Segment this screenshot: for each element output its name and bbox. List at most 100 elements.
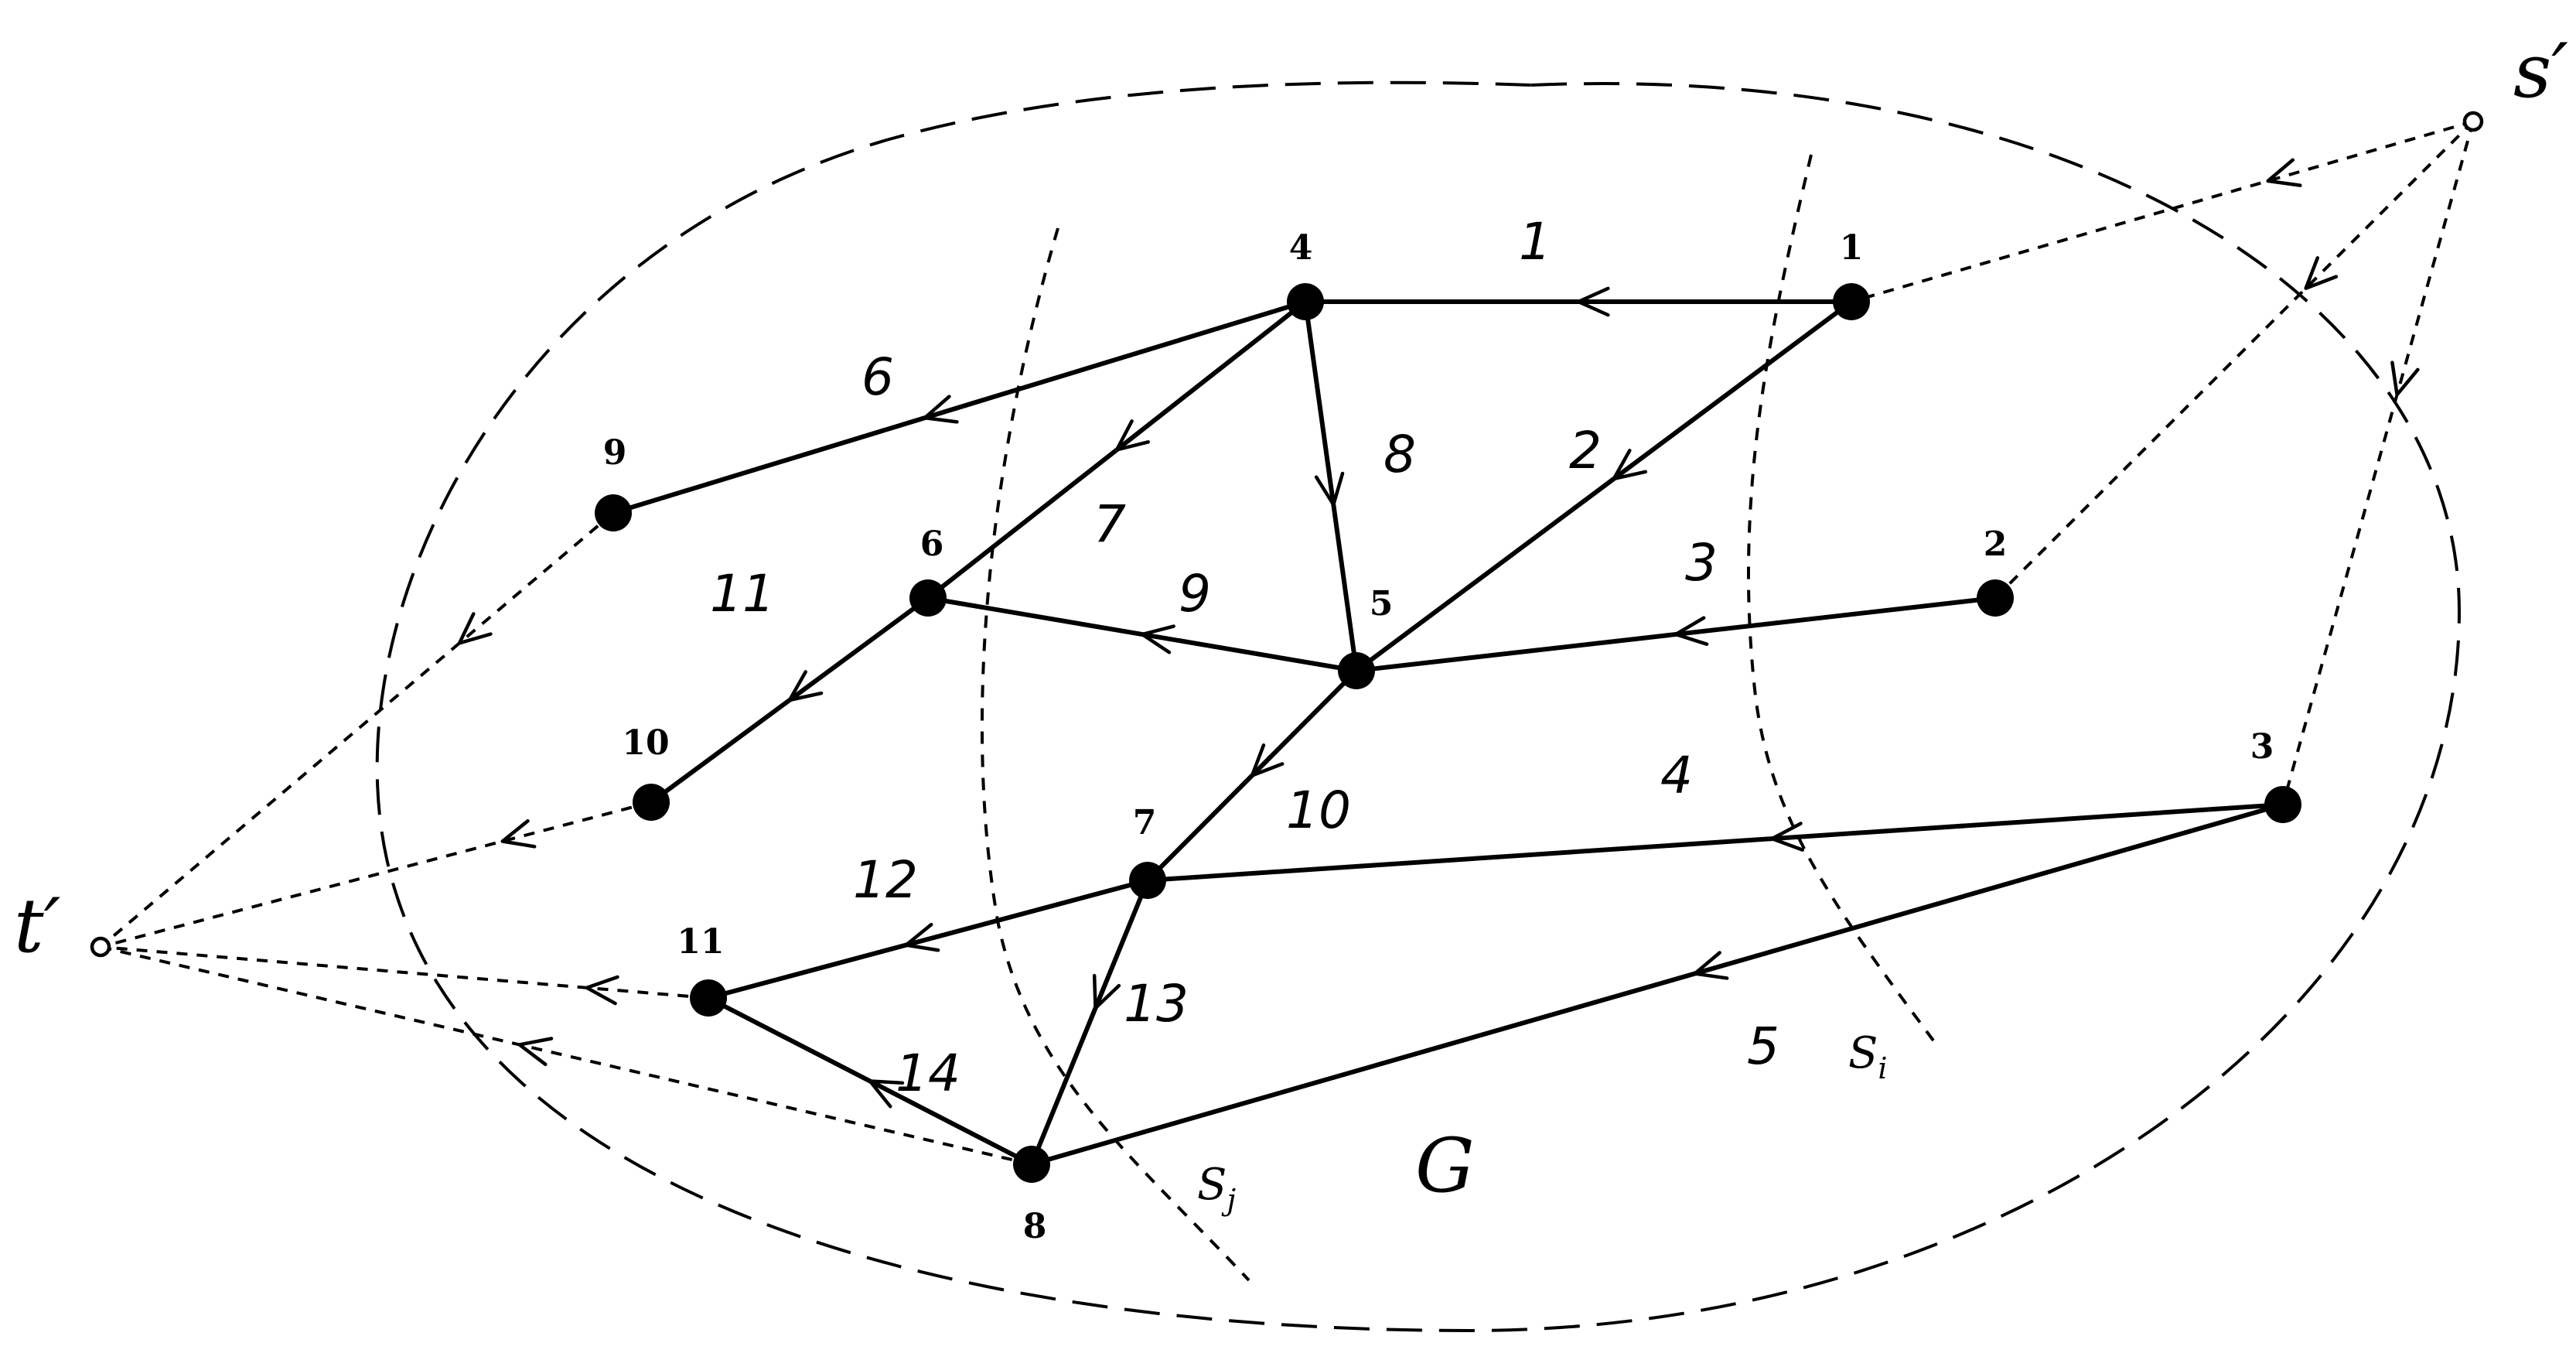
node-label: 4 bbox=[1289, 228, 1313, 268]
edge-6-10 bbox=[649, 596, 930, 805]
edge-label-14: 14 bbox=[896, 1044, 960, 1103]
node-dot bbox=[595, 494, 632, 531]
edge-label-3: 3 bbox=[1685, 533, 1718, 593]
arrow-head-icon bbox=[457, 612, 493, 645]
arrow-head-icon bbox=[1114, 419, 1150, 452]
arrow-head-icon bbox=[2266, 158, 2302, 187]
arrow-head-icon bbox=[1092, 973, 1121, 1010]
edge-label-6: 6 bbox=[862, 347, 894, 407]
node-9: 9 bbox=[595, 433, 632, 531]
edge-label-5: 5 bbox=[1747, 1017, 1779, 1076]
node-4: 4 bbox=[1287, 228, 1324, 320]
arrow-head-icon bbox=[868, 1079, 905, 1109]
arrow-head-icon bbox=[585, 975, 619, 1006]
edge-line bbox=[1029, 878, 1150, 1167]
dashed-edge-9-t bbox=[99, 511, 615, 948]
edge-7-8 bbox=[1029, 878, 1150, 1167]
source-label: s′ bbox=[2513, 28, 2568, 114]
edge-label-2: 2 bbox=[1569, 421, 1602, 480]
arrow-head-icon bbox=[1770, 822, 1805, 852]
node-8: 8 bbox=[1013, 1146, 1050, 1246]
source-node bbox=[2462, 111, 2484, 132]
edge-line bbox=[611, 299, 1308, 515]
node-label: 5 bbox=[1370, 584, 1394, 624]
node-dot bbox=[633, 784, 670, 821]
dashed-edge-8-t bbox=[100, 945, 1032, 1166]
arrow-head-icon bbox=[2390, 361, 2420, 397]
arrow-head-icon bbox=[1612, 449, 1648, 481]
dashed-edge-s-1 bbox=[1851, 120, 2474, 303]
graph-label: G bbox=[1415, 1123, 1475, 1209]
arrow-head-icon bbox=[923, 395, 959, 424]
arrow-head-icon bbox=[1140, 624, 1175, 654]
node-label: 6 bbox=[920, 525, 944, 564]
edge-1-4 bbox=[1303, 286, 1854, 317]
edge-4-6 bbox=[926, 299, 1308, 600]
node-5: 5 bbox=[1338, 584, 1393, 689]
dashed-edge-line bbox=[1994, 120, 2475, 600]
edge-5-7 bbox=[1145, 668, 1359, 883]
edge-1-5 bbox=[1354, 299, 1854, 673]
arrow-head-icon bbox=[787, 670, 824, 702]
node-label: 10 bbox=[622, 723, 669, 763]
arrow-head-icon bbox=[1674, 616, 1709, 646]
node-dot bbox=[2264, 786, 2301, 823]
edge-line bbox=[1354, 299, 1854, 673]
arrow-head-icon bbox=[517, 1037, 554, 1067]
node-1: 1 bbox=[1833, 228, 1870, 320]
terminal-sink: t′ bbox=[14, 883, 111, 969]
edge-line bbox=[1029, 802, 2285, 1167]
node-label: 3 bbox=[2250, 727, 2274, 767]
edge-line bbox=[706, 878, 1150, 1000]
dashed-edge-s-2 bbox=[1994, 120, 2475, 600]
edge-label-10: 10 bbox=[1286, 781, 1351, 840]
edge-line bbox=[1303, 299, 1359, 673]
arrow-head-icon bbox=[1576, 286, 1610, 317]
node-dot bbox=[690, 979, 727, 1017]
dashed-edge-line bbox=[100, 945, 709, 999]
node-dot bbox=[909, 579, 947, 617]
edge-label-9: 9 bbox=[1179, 564, 1211, 624]
dashed-edge-line bbox=[1851, 120, 2474, 303]
arrow-head-icon bbox=[1250, 743, 1285, 777]
node-dot bbox=[1833, 283, 1870, 320]
edge-label-4: 4 bbox=[1660, 746, 1693, 805]
edge-8-11 bbox=[706, 996, 1034, 1167]
node-label: 11 bbox=[677, 922, 724, 962]
node-label: 7 bbox=[1133, 803, 1157, 842]
arrow-head-icon bbox=[904, 922, 940, 952]
graph-boundary bbox=[375, 80, 2462, 1333]
arrow-head-icon bbox=[1693, 951, 1729, 980]
edge-2-5 bbox=[1354, 596, 1998, 673]
node-label: 1 bbox=[1840, 228, 1864, 268]
terminal-edges bbox=[99, 120, 2475, 1166]
dashed-edge-s-3 bbox=[2281, 121, 2475, 805]
dashed-edge-line bbox=[100, 945, 1032, 1166]
sink-label: t′ bbox=[14, 883, 61, 969]
node-dot bbox=[1338, 652, 1375, 689]
node-2: 2 bbox=[1977, 525, 2014, 617]
node-11: 11 bbox=[677, 922, 727, 1017]
node-dot bbox=[1013, 1146, 1050, 1183]
node-7: 7 bbox=[1129, 803, 1166, 899]
node-3: 3 bbox=[2250, 727, 2301, 823]
edge-label-11: 11 bbox=[710, 564, 775, 624]
edge-label-1: 1 bbox=[1519, 212, 1551, 272]
node-10: 10 bbox=[622, 723, 670, 821]
dashed-edge-11-t bbox=[100, 945, 709, 1006]
edge-3-8 bbox=[1029, 802, 2285, 1167]
arrow-head-icon bbox=[1314, 471, 1345, 507]
node-dot bbox=[1129, 862, 1166, 899]
dashed-edge-line bbox=[100, 801, 652, 948]
node-6: 6 bbox=[909, 525, 947, 617]
node-dot bbox=[1977, 579, 2014, 617]
graph-edges bbox=[611, 286, 2285, 1167]
edge-label-12: 12 bbox=[853, 850, 918, 910]
sink-node bbox=[90, 936, 111, 958]
cut-label-si: Si bbox=[1848, 1028, 1888, 1085]
edge-4-9 bbox=[611, 299, 1308, 515]
node-dot bbox=[1287, 283, 1324, 320]
